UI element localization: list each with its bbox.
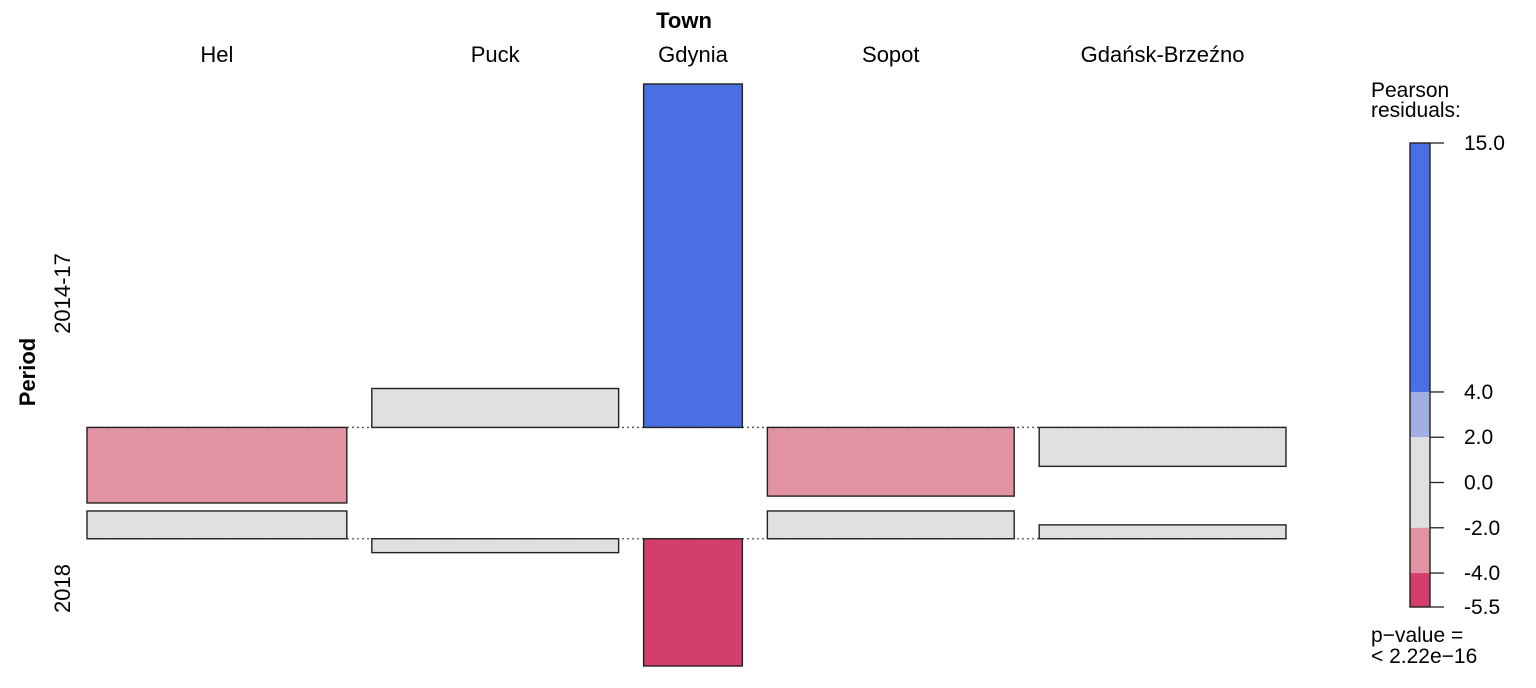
residual-bar xyxy=(86,426,348,504)
legend-tick-label: 4.0 xyxy=(1464,381,1493,404)
legend-tick-label: -4.0 xyxy=(1464,562,1500,585)
legend-title: residuals: xyxy=(1371,99,1461,122)
residual-bar xyxy=(766,426,1015,497)
row-label: 2014-17 xyxy=(50,253,75,334)
legend-title: Pearson xyxy=(1371,79,1449,102)
legend-tick-label: 2.0 xyxy=(1464,426,1493,449)
column-label: Gdynia xyxy=(658,42,728,67)
residual-bar xyxy=(1038,524,1287,540)
legend-tick-label: 0.0 xyxy=(1464,472,1493,495)
legend-tick-label: 15.0 xyxy=(1464,132,1505,155)
residual-bar xyxy=(371,538,620,554)
row-label: 2018 xyxy=(50,564,75,613)
p-value-label: < 2.22e−16 xyxy=(1371,645,1477,668)
residual-bar xyxy=(642,83,744,429)
residual-bar xyxy=(1038,426,1287,468)
legend-color-band xyxy=(1410,143,1430,392)
column-label: Hel xyxy=(200,42,233,67)
column-variable-title: Town xyxy=(656,8,712,33)
legend-tick-label: -2.0 xyxy=(1464,517,1500,540)
column-label: Puck xyxy=(471,42,521,67)
residual-bar xyxy=(86,510,348,540)
residual-bar xyxy=(371,387,620,429)
row-variable-title: Period xyxy=(15,338,40,406)
legend-color-band xyxy=(1410,437,1430,528)
legend-color-band xyxy=(1410,573,1430,607)
legend-frame xyxy=(1409,142,1431,608)
column-label: Sopot xyxy=(862,42,920,67)
residual-bar xyxy=(642,538,744,667)
p-value-label: p−value = xyxy=(1371,624,1463,647)
legend-tick-label: -5.5 xyxy=(1464,596,1500,619)
legend-color-band xyxy=(1410,527,1430,574)
legend-color-band xyxy=(1410,391,1430,438)
residual-bar xyxy=(766,510,1015,540)
column-label: Gdańsk-Brzeźno xyxy=(1081,42,1245,67)
